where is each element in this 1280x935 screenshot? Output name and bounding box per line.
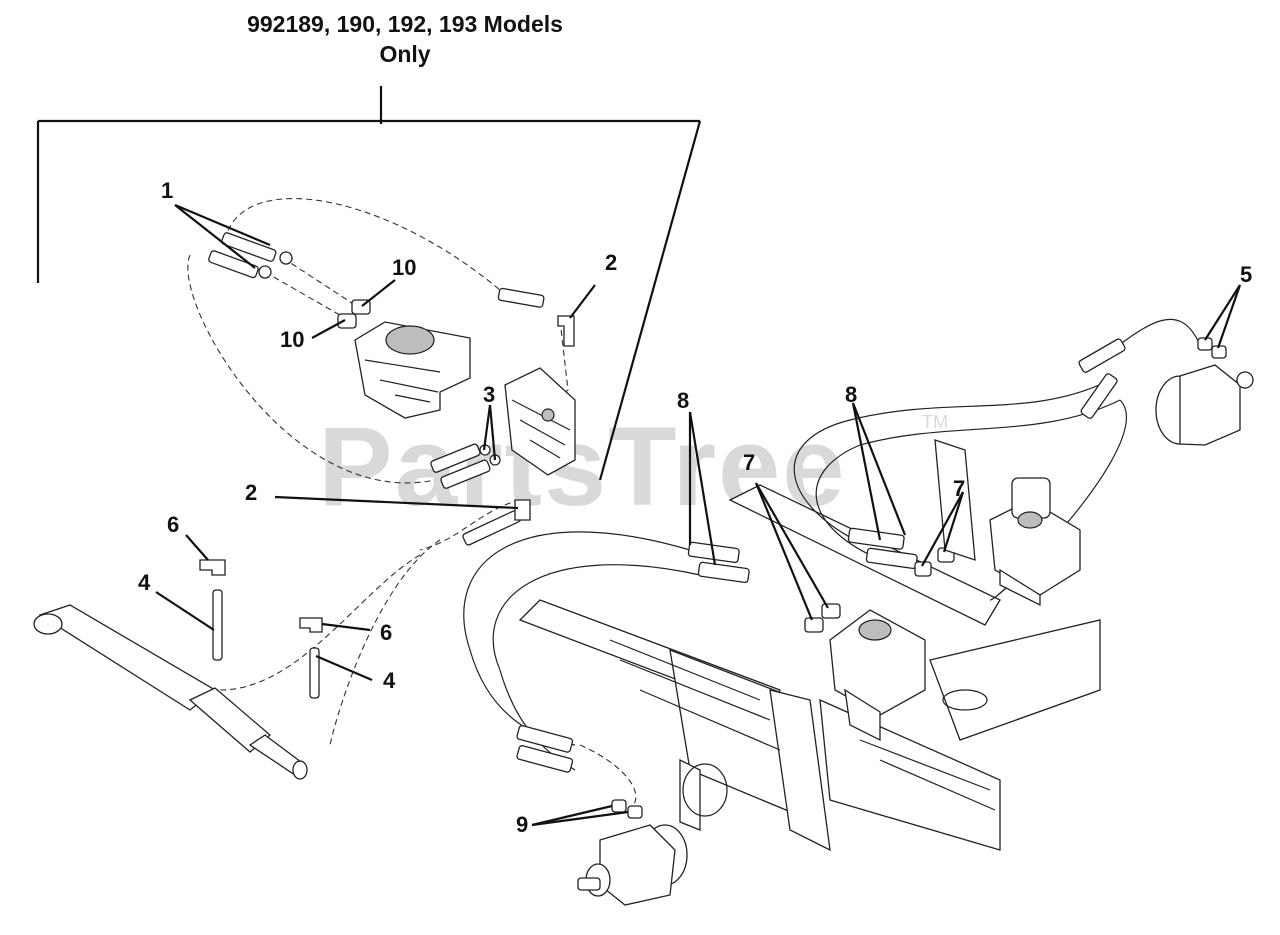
model-note-line2: Only [379, 41, 430, 67]
hoses-item-9 [516, 725, 574, 773]
callout-4-left: 4 [138, 570, 151, 595]
callout-3: 3 [483, 382, 495, 407]
callout-2-upper: 2 [605, 250, 617, 275]
callout-6-right: 6 [380, 620, 392, 645]
callout-10-lower: 10 [280, 327, 304, 352]
leader-lines [155, 203, 1242, 827]
wheel-motor-bottom [577, 799, 688, 906]
right-pump [934, 439, 1081, 607]
callout-5: 5 [1240, 262, 1252, 287]
wheel-motor-right [1155, 337, 1254, 446]
hoses-item-3 [430, 443, 531, 546]
hose-fittings-1 [208, 232, 545, 308]
callout-1: 1 [161, 178, 173, 203]
center-motor [829, 609, 926, 742]
callout-labels: 1 2 2 3 4 4 5 6 6 7 7 8 8 9 10 10 [138, 178, 1252, 837]
control-valve-upper [354, 321, 471, 419]
callout-2-lower: 2 [245, 480, 257, 505]
callout-7-right: 7 [953, 476, 965, 501]
callout-6-left: 6 [167, 512, 179, 537]
fittings-6-and-tubes-4 [199, 559, 323, 699]
tractor-frame [518, 484, 1101, 852]
watermark-tm: TM [922, 412, 948, 432]
model-bracket [36, 86, 702, 481]
callout-8-right: 8 [845, 382, 857, 407]
title-block: 992189, 190, 192, 193 Models Only [247, 11, 563, 67]
control-valve-center [504, 367, 576, 476]
callout-10-upper: 10 [392, 255, 416, 280]
callout-4-right: 4 [383, 668, 396, 693]
hose-routes [187, 198, 637, 811]
callout-8-left: 8 [677, 388, 689, 413]
model-note-line1: 992189, 190, 192, 193 Models [247, 11, 563, 37]
hydraulic-cylinder [33, 604, 308, 780]
callout-9: 9 [516, 812, 528, 837]
watermark: PartsTree TM [318, 404, 948, 529]
elbow-fitting-2-upper [557, 315, 575, 347]
callout-7-left: 7 [743, 450, 755, 475]
